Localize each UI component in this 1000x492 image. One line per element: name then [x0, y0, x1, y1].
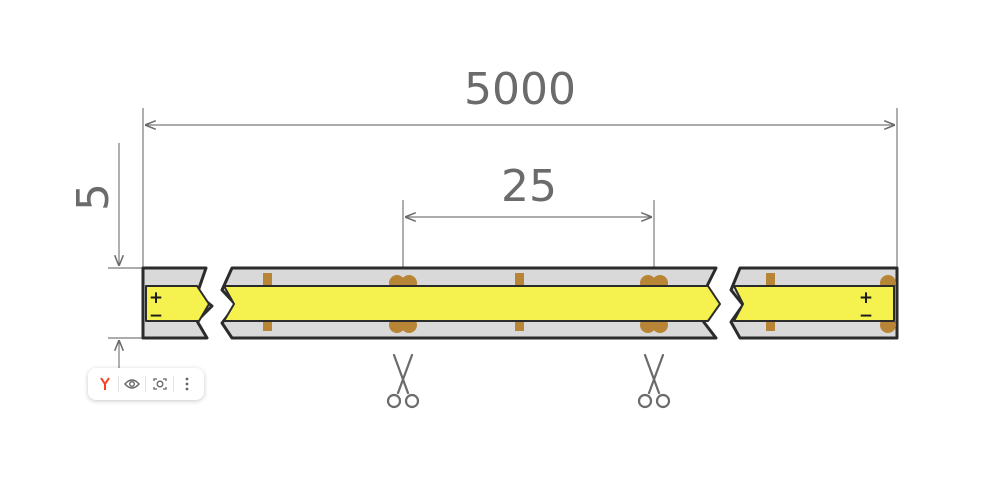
led-band: [223, 285, 721, 322]
toolbar-divider: [173, 376, 175, 392]
scissors-icon: [637, 353, 671, 409]
strip-segment-left-end: + −: [141, 266, 214, 340]
toolbar-divider: [145, 376, 147, 392]
component-stubs: [263, 273, 524, 331]
more-vertical-icon[interactable]: [175, 372, 199, 396]
eye-icon[interactable]: [120, 372, 144, 396]
width-dimension: 5: [68, 143, 145, 400]
polarity-minus-left: −: [149, 306, 163, 326]
segment-length-label: 25: [501, 161, 557, 212]
yandex-logo-icon[interactable]: [93, 372, 117, 396]
component-stubs: [766, 273, 775, 331]
toolbar-divider: [117, 376, 119, 392]
total-length-dimension: 5000: [142, 64, 898, 268]
led-band: [145, 285, 210, 322]
segment-length-dimension: 25: [402, 161, 655, 282]
polarity-plus-right: +: [859, 288, 873, 308]
polarity-minus-right: −: [859, 306, 873, 326]
total-length-label: 5000: [464, 64, 576, 115]
led-band: [733, 285, 895, 322]
scissors-icon: [386, 353, 420, 409]
width-label: 5: [68, 183, 119, 211]
strip-segment-right-end: + −: [729, 266, 899, 340]
image-toolbar: [88, 368, 204, 400]
camera-search-icon[interactable]: [148, 372, 172, 396]
polarity-plus-left: +: [149, 288, 163, 308]
strip-segment-middle: [220, 266, 721, 340]
